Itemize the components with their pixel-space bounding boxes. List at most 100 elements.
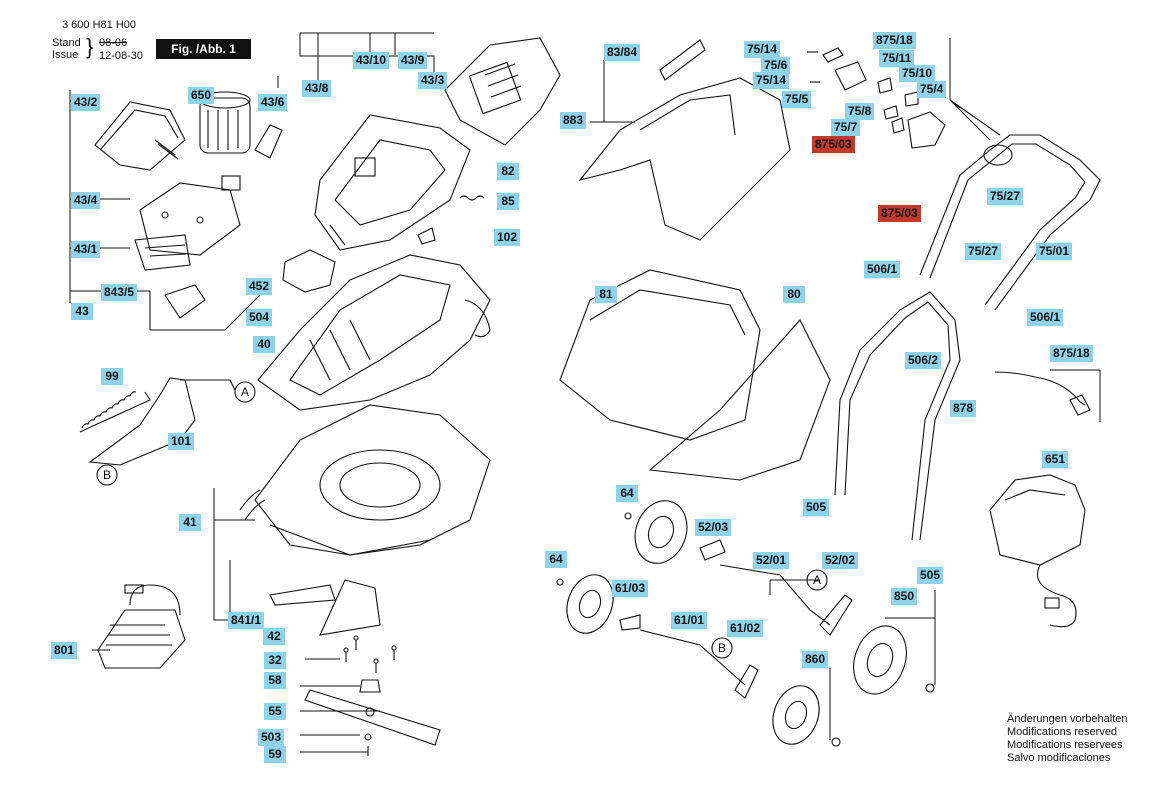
marker-a: A: [813, 573, 822, 587]
modifications-note: Änderungen vorbehalten Modifications res…: [1007, 713, 1127, 765]
handlebar-drawing: [919, 134, 1101, 311]
callout-875-03: 875/03: [878, 205, 921, 222]
new-date: 12-08-30: [99, 50, 144, 62]
callout-82: 82: [497, 163, 519, 180]
lower-handle-drawing: [834, 291, 961, 541]
handle-parts-drawing: [807, 47, 1001, 149]
battery-drawing: [199, 91, 251, 154]
callout-64: 64: [616, 485, 638, 502]
marker-b: B: [103, 468, 112, 482]
callout-61-01: 61/01: [671, 612, 708, 629]
callout-102: 102: [494, 229, 521, 246]
callout-41: 41: [179, 514, 201, 531]
callout-850: 850: [891, 588, 918, 605]
callout-52-01: 52/01: [753, 552, 790, 569]
callout-83-84: 83/84: [604, 44, 641, 61]
callout-55: 55: [264, 703, 286, 720]
callout-506-1: 506/1: [1027, 309, 1064, 326]
callout-43-10: 43/10: [353, 52, 390, 69]
callout-75-6: 75/6: [761, 57, 791, 74]
callout-99: 99: [101, 368, 123, 385]
mod-line: Modifications reserved: [1007, 726, 1118, 738]
callout-503: 503: [258, 729, 285, 746]
callout-875-18: 875/18: [873, 32, 916, 49]
callout-75-11: 75/11: [879, 50, 915, 67]
battery-cover-drawing: [94, 101, 186, 171]
callout-506-1: 506/1: [864, 261, 901, 278]
leader-lines: [69, 32, 1101, 753]
callout-52-02: 52/02: [822, 552, 859, 569]
screws-drawing: [343, 635, 397, 673]
callout-75-14: 75/14: [753, 72, 790, 89]
cable-drawing: [994, 371, 1086, 406]
mod-line: Änderungen vorbehalten: [1007, 713, 1128, 725]
callout-452: 452: [246, 278, 273, 295]
callout-80: 80: [783, 286, 805, 303]
callout-883: 883: [560, 112, 587, 129]
mod-line: Salvo modificaciones: [1007, 752, 1111, 764]
axles-drawing: [619, 539, 853, 699]
callout-85: 85: [497, 193, 519, 210]
callout-43-9: 43/9: [398, 52, 428, 69]
stand-label: Stand: [52, 37, 81, 49]
callout-59: 59: [264, 746, 286, 763]
callout-40: 40: [253, 336, 275, 353]
callout-875-18: 875/18: [1050, 345, 1093, 362]
battery-holder-drawing: [282, 249, 336, 293]
mod-line: Modifications reservees: [1007, 739, 1123, 751]
callout-860: 860: [802, 651, 829, 668]
callout-81: 81: [595, 286, 617, 303]
callout-43-2: 43/2: [71, 94, 101, 111]
wheels-drawing: [556, 500, 935, 747]
callout-75-7: 75/7: [831, 119, 861, 136]
deck-drawing: [257, 254, 491, 411]
callout-651: 651: [1042, 451, 1069, 468]
issue-label: Issue: [52, 49, 79, 61]
flap-drawing: [319, 579, 381, 636]
callout-101: 101: [168, 433, 195, 450]
spring-drawing: [459, 195, 485, 201]
callout-505: 505: [803, 499, 830, 516]
callout-75-5: 75/5: [782, 91, 812, 108]
callout-75-8: 75/8: [845, 103, 875, 120]
callout-43-6: 43/6: [258, 94, 288, 111]
callout-43: 43: [71, 303, 93, 320]
bracket-drawing: [149, 284, 261, 331]
callout-61-02: 61/02: [727, 620, 764, 637]
part-code: 3 600 H81 H00: [62, 19, 136, 31]
chassis-drawing: [254, 404, 491, 556]
callout-841-1: 841/1: [228, 612, 265, 629]
old-date: 08-06: [99, 37, 128, 49]
callout-801: 801: [51, 642, 78, 659]
marker-b: B: [718, 641, 727, 655]
callout-75-01: 75/01: [1036, 243, 1073, 260]
callout-43-1: 43/1: [71, 241, 101, 258]
marker-a: A: [241, 385, 250, 399]
callout-61-03: 61/03: [612, 580, 649, 597]
callout-650: 650: [188, 87, 215, 104]
callout-75-10: 75/10: [899, 65, 936, 82]
callout-58: 58: [264, 672, 286, 689]
callout-64: 64: [545, 551, 567, 568]
callout-43-8: 43/8: [302, 80, 332, 97]
height-lever-drawing: [79, 377, 236, 466]
callout-42: 42: [263, 628, 285, 645]
grassbox-cover-drawing: [578, 39, 791, 241]
brace-glyph: }: [86, 34, 94, 59]
callout-843-5: 843/5: [101, 284, 138, 301]
motor-drawing: [97, 584, 186, 669]
callout-75-27: 75/27: [987, 188, 1024, 205]
callout-32: 32: [264, 652, 286, 669]
callout-505: 505: [917, 567, 944, 584]
callout-875-03: 875/03: [812, 136, 855, 153]
upper-housing-drawing: [314, 114, 471, 251]
callout-878: 878: [950, 400, 977, 417]
callout-75-4: 75/4: [917, 81, 947, 98]
electronics-housing-drawing: [134, 182, 241, 271]
clip-drawing: [417, 227, 436, 245]
switch-drawing: [221, 124, 283, 191]
callout-75-27: 75/27: [965, 243, 1002, 260]
guide-fins-drawing: [239, 489, 336, 606]
callout-75-14: 75/14: [744, 41, 781, 58]
callout-506-2: 506/2: [905, 352, 942, 369]
